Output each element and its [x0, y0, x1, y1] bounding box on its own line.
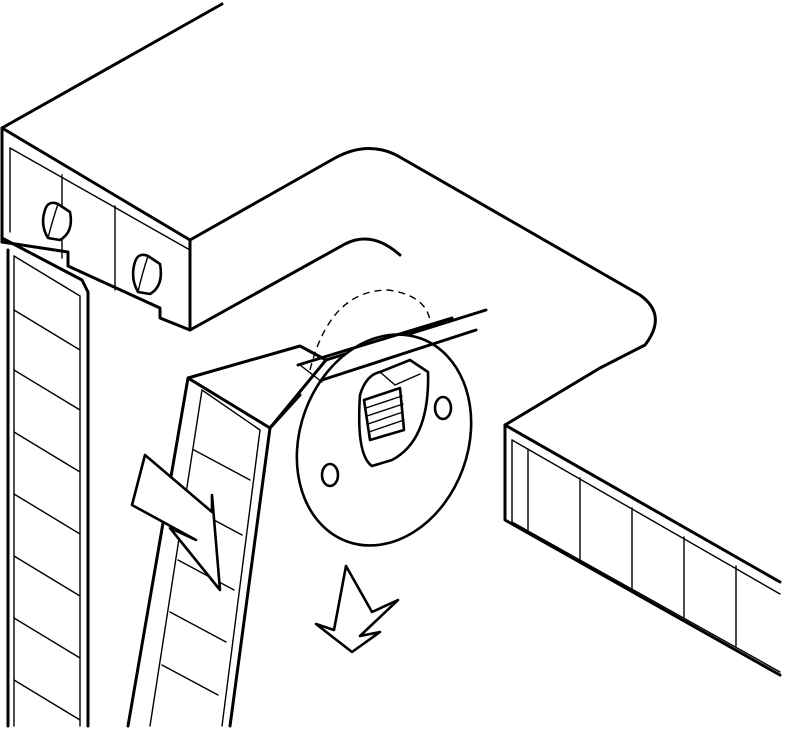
top-frame-profile — [0, 2, 657, 427]
right-horizontal-profile — [503, 423, 782, 677]
threaded-clamp-block — [357, 358, 430, 468]
left-vertical-profile — [0, 236, 90, 728]
push-down-arrow — [314, 564, 400, 654]
insert-direction-arrow — [130, 453, 222, 592]
